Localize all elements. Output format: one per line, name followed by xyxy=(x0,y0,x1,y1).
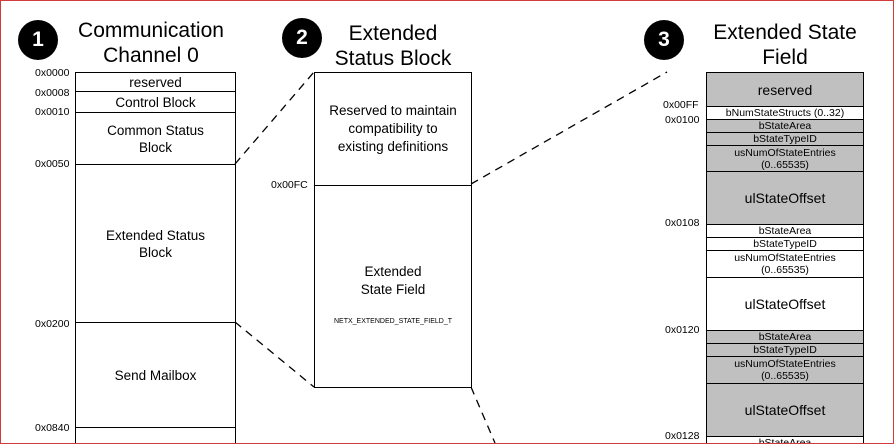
address-label: 0x0840 xyxy=(35,422,70,434)
cell-state-area: bStateArea xyxy=(707,330,863,343)
row-divider xyxy=(76,112,235,113)
badge-2: 2 xyxy=(282,18,322,58)
row-divider xyxy=(315,185,471,186)
cell-state-offset: ulStateOffset xyxy=(707,383,863,436)
cell-reserved: reserved xyxy=(707,73,863,106)
badge-3: 3 xyxy=(644,20,684,60)
entries-range: (0..65535) xyxy=(761,264,809,276)
cell-common-status-block: Common Status Block xyxy=(99,112,212,164)
badge-1: 1 xyxy=(18,20,58,60)
cell-num-state-structs: bNumStateStructs (0..32) xyxy=(707,106,863,119)
cell-num-state-entries: usNumOfStateEntries (0..65535) xyxy=(707,145,863,171)
address-label: 0x0200 xyxy=(35,318,70,330)
cell-send-mailbox: Send Mailbox xyxy=(76,322,235,427)
cell-state-type-id: bStateTypeID xyxy=(707,343,863,356)
cell-state-area: bStateArea xyxy=(707,436,863,443)
address-label: 0x0010 xyxy=(35,106,70,118)
row-divider xyxy=(76,164,235,165)
extended-state-field-column: reserved bNumStateStructs (0..32) bState… xyxy=(706,72,864,443)
cell-state-type-id: bStateTypeID xyxy=(707,237,863,250)
cell-extended-state-field-title: Extended State Field xyxy=(360,264,426,297)
title-extended-status-block: Extended Status Block xyxy=(324,21,462,71)
title-line: Communication xyxy=(78,19,224,42)
address-label: 0x0120 xyxy=(665,324,700,336)
address-label: 0x0050 xyxy=(35,158,70,170)
address-label: 0x00FF xyxy=(663,99,699,111)
title-line: Extended xyxy=(348,22,438,45)
cell-control-block: Control Block xyxy=(76,91,235,112)
address-label: 0x0000 xyxy=(35,67,70,79)
title-line: Status Block xyxy=(334,47,452,70)
entries-range: (0..65535) xyxy=(761,158,809,171)
entries-label: usNumOfStateEntries xyxy=(734,252,836,264)
row-divider xyxy=(76,427,235,428)
title-communication-channel: Communication Channel 0 xyxy=(67,18,235,68)
cell-state-type-id: bStateTypeID xyxy=(707,132,863,145)
entries-range: (0..65535) xyxy=(761,370,809,382)
entries-label: usNumOfStateEntries xyxy=(734,358,836,370)
title-line: Channel 0 xyxy=(103,44,199,67)
cell-reserved-compat: Reserved to maintain compatibility to ex… xyxy=(329,103,457,154)
cell-state-area: bStateArea xyxy=(707,224,863,237)
title-extended-state-field: Extended State Field xyxy=(696,20,874,70)
title-line: Extended State xyxy=(713,21,857,44)
cell-state-offset: ulStateOffset xyxy=(707,171,863,224)
communication-channel-column: reserved Control Block Common Status Blo… xyxy=(75,72,236,443)
address-label: 0x0100 xyxy=(665,114,700,126)
title-line: Field xyxy=(762,46,808,69)
address-label: 0x00FC xyxy=(271,179,308,191)
cell-reserved: reserved xyxy=(76,72,235,91)
cell-num-state-entries: usNumOfStateEntries (0..65535) xyxy=(707,250,863,277)
cell-extended-status-block: Extended Status Block xyxy=(99,164,212,322)
address-label: 0x0108 xyxy=(665,217,700,229)
cell-state-area: bStateArea xyxy=(707,119,863,132)
cell-state-offset: ulStateOffset xyxy=(707,277,863,330)
address-label: 0x0008 xyxy=(35,87,70,99)
address-label: 0x0128 xyxy=(665,430,700,442)
cell-extended-state-field-type: NETX_EXTENDED_STATE_FIELD_T xyxy=(334,318,452,325)
extended-status-block-column: Reserved to maintain compatibility to ex… xyxy=(314,72,472,388)
entries-label: usNumOfStateEntries xyxy=(734,146,836,159)
cell-num-state-entries: usNumOfStateEntries (0..65535) xyxy=(707,356,863,383)
